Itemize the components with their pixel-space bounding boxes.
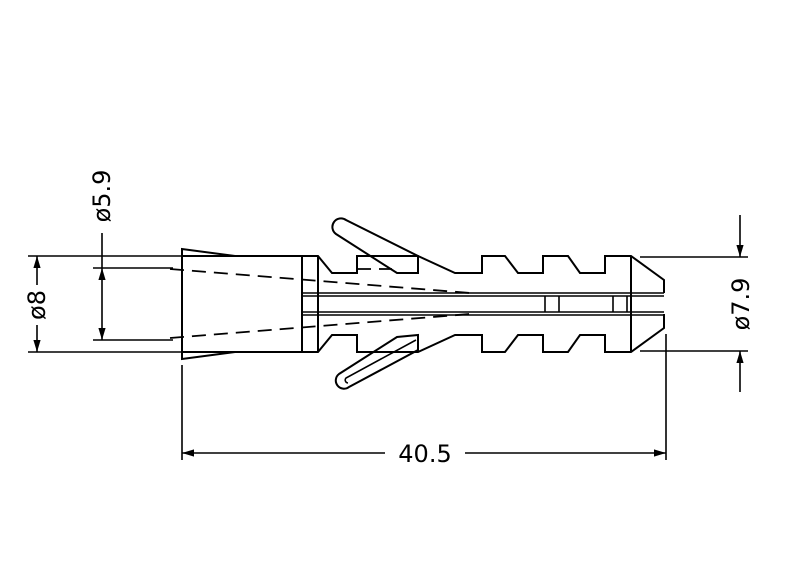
dimension-label-length: 40.5 — [398, 440, 451, 468]
top-wing — [331, 217, 419, 274]
dimension-label-diameter-7-9: ø7.9 — [727, 278, 755, 331]
bottom-teeth-profile — [302, 314, 665, 353]
dimension-diameter-5-9: ø5.9 — [88, 170, 173, 341]
wall-plug-body — [169, 217, 665, 390]
center-slot — [302, 292, 664, 316]
top-teeth-profile — [302, 255, 665, 293]
collar — [182, 255, 303, 353]
hidden-bore-bottom — [169, 313, 471, 339]
dimension-label-diameter-5-9: ø5.9 — [88, 170, 116, 223]
bottom-wing-inner — [344, 339, 417, 384]
hidden-bore-top — [169, 268, 471, 294]
collar-flange — [181, 247, 236, 361]
dimension-diameter-7-9: ø7.9 — [640, 215, 755, 392]
dimension-label-diameter-8: ø8 — [23, 290, 51, 320]
dimension-diameter-8: ø8 — [23, 255, 182, 353]
dimension-length-40-5: 40.5 — [181, 334, 667, 468]
bottom-wing — [334, 333, 419, 390]
